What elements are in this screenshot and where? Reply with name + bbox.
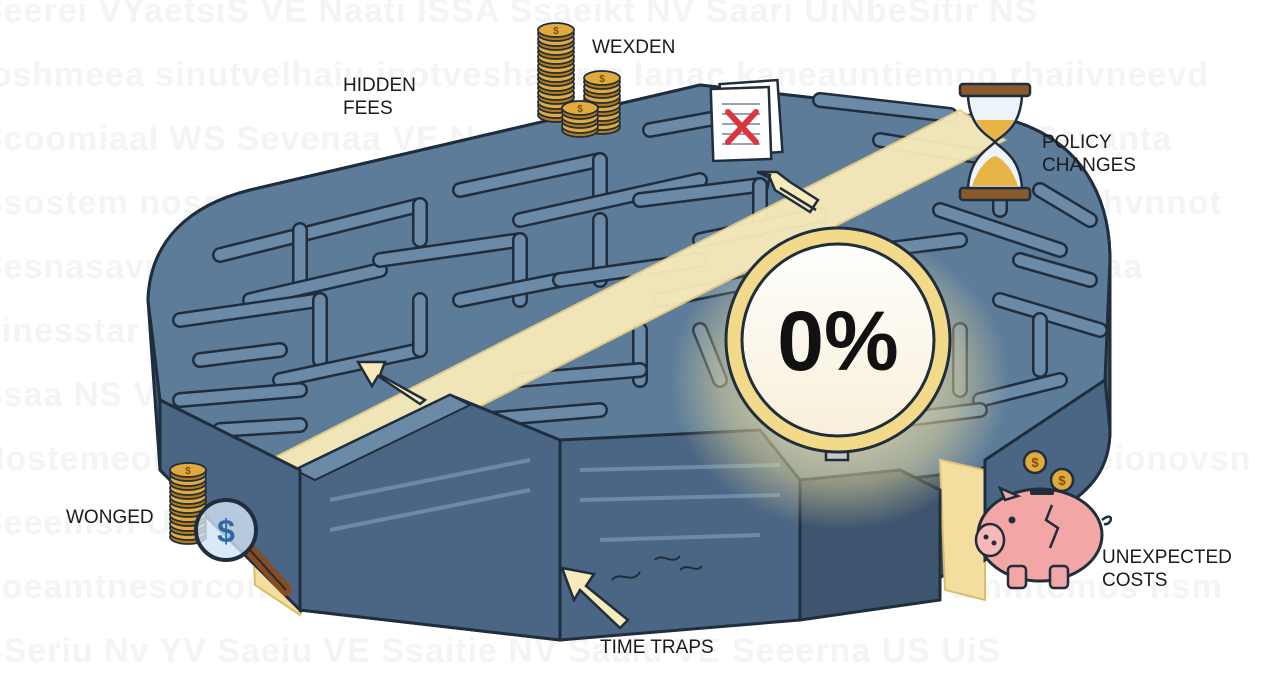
maze-wall <box>454 274 566 306</box>
maze-wall <box>194 344 286 366</box>
maze-wall <box>214 419 306 436</box>
svg-text:$: $ <box>1031 455 1039 470</box>
maze-wall <box>814 94 956 121</box>
magnifier-dollar-icon: $ <box>194 498 292 596</box>
arrow-icon <box>355 360 428 406</box>
coin <box>561 100 599 116</box>
coin <box>583 70 621 86</box>
coin-stack-icon: $ $ $ <box>537 22 621 138</box>
maze-wall <box>174 384 306 406</box>
labels: HIDDEN FEES WEXDEN POLICY CHANGES WONGED… <box>66 37 1237 658</box>
dollar-sign: $ <box>599 74 605 85</box>
label-policy-changes: POLICY CHANGES <box>1042 132 1136 176</box>
maze-wall <box>244 264 386 306</box>
arrow-icon <box>560 566 630 630</box>
magnifier-zero-percent: 0% <box>724 226 952 462</box>
maze-wall <box>374 234 526 266</box>
coin <box>169 462 207 478</box>
label-time-traps: TIME TRAPS <box>600 637 714 658</box>
maze-wall <box>174 294 326 326</box>
zero-percent-text: 0% <box>777 294 898 388</box>
magnifier-lens <box>740 242 936 438</box>
svg-text:$: $ <box>1058 473 1066 488</box>
maze-wall <box>514 364 646 386</box>
hourglass-icon <box>958 82 1032 202</box>
document-x-icon <box>709 78 784 163</box>
front-grooves <box>329 458 781 542</box>
dollar-sign: $ <box>185 466 191 477</box>
maze-wall <box>1034 184 1096 226</box>
label-unexpected-costs: UNEXPECTED COSTS <box>1102 547 1237 591</box>
maze-wall <box>454 154 606 196</box>
piggy-bank-icon: $ $ <box>974 449 1113 590</box>
maze-wall <box>1014 254 1096 286</box>
label-hidden-fees: HIDDEN FEES <box>343 75 421 119</box>
label-wexden: WEXDEN <box>592 37 675 58</box>
maze-wall <box>274 344 426 386</box>
maze-wall <box>514 174 706 226</box>
label-wonged: WONGED <box>66 507 154 528</box>
dollar-sign: $ <box>577 104 583 115</box>
maze-wall <box>214 199 426 261</box>
maze-wall <box>934 204 1066 256</box>
arrow-icon <box>756 170 820 214</box>
front-block-left-top <box>292 393 473 482</box>
dollar-sign: $ <box>553 26 559 37</box>
arrows <box>355 170 820 630</box>
maze-wall <box>994 294 1106 336</box>
maze-wall <box>634 179 766 206</box>
coin <box>537 22 575 38</box>
svg-text:$: $ <box>217 513 235 549</box>
crack-marks <box>611 555 703 581</box>
